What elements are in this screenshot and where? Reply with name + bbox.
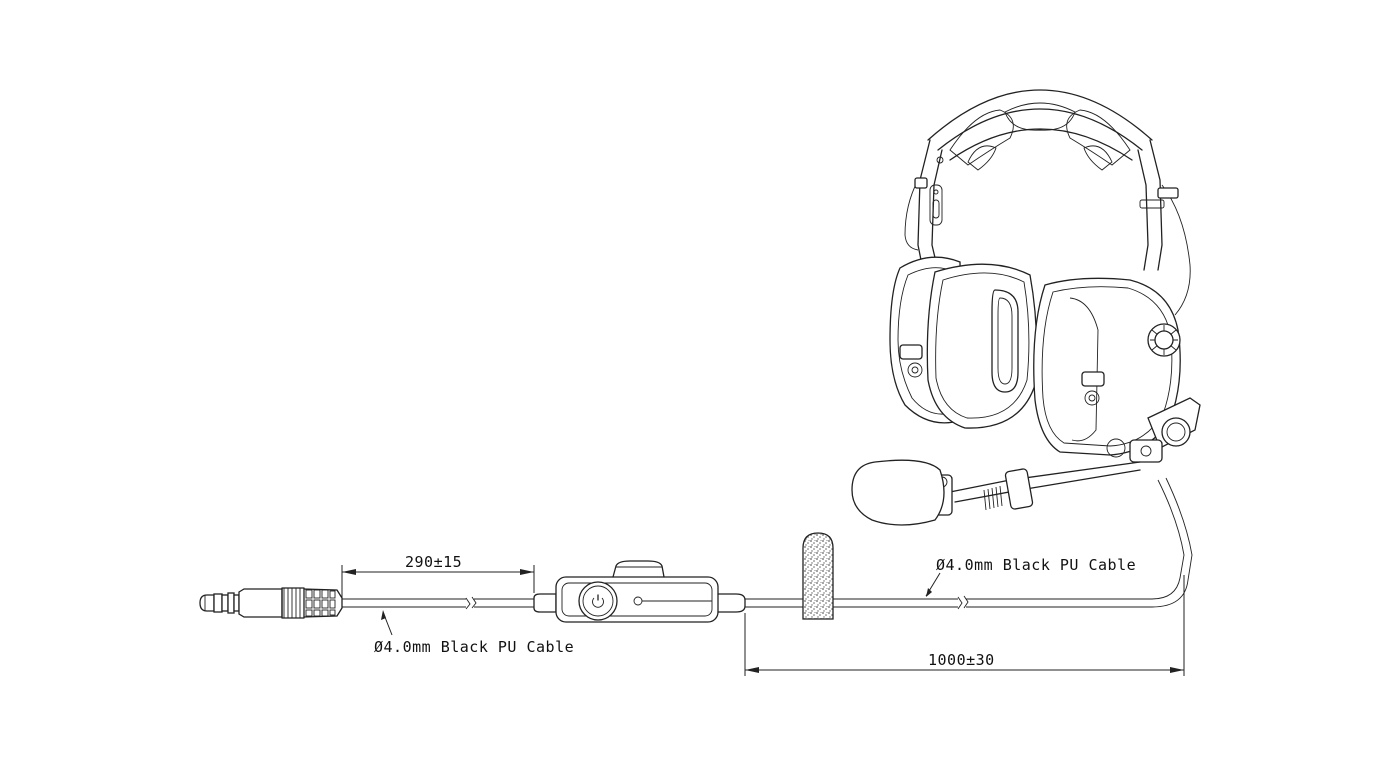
dimension-long-label: 1000±30 <box>928 651 995 669</box>
cable-left-leader <box>381 610 393 636</box>
dimension-short-label: 290±15 <box>405 553 462 571</box>
cable-left-label: Ø4.0mm Black PU Cable <box>374 638 574 656</box>
cable-right-label: Ø4.0mm Black PU Cable <box>936 556 1136 574</box>
control-box <box>533 560 746 623</box>
cable-right <box>745 477 1193 610</box>
dimension-short <box>341 565 535 598</box>
cable-left <box>342 596 534 610</box>
headset <box>851 89 1201 526</box>
spare-windscreen <box>802 532 834 620</box>
power-circle-icon <box>592 594 604 608</box>
cable-right-leader <box>925 572 941 597</box>
dimension-long <box>744 575 1185 676</box>
plug-connector <box>199 587 343 619</box>
